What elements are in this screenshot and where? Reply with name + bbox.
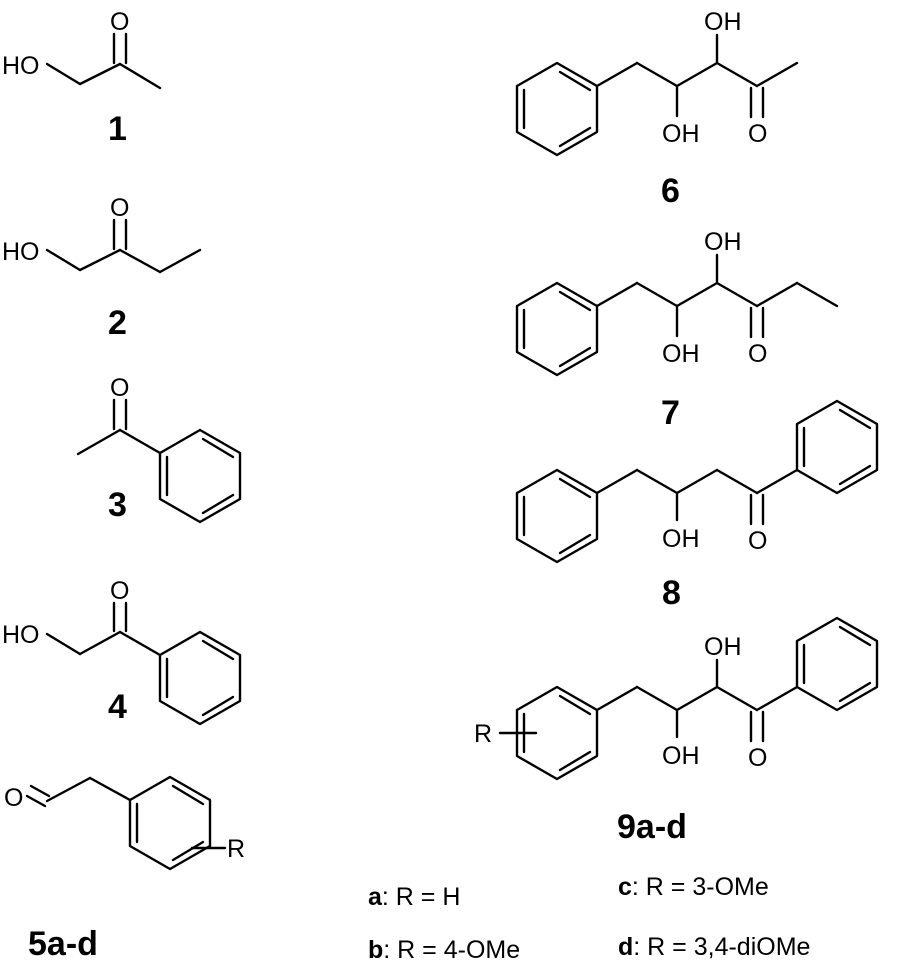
- legend-letter-d: d: [618, 933, 633, 961]
- oxygen-label: O: [110, 374, 129, 402]
- hydroxyl-label: OH: [662, 525, 700, 553]
- structure-4: O HO: [2, 577, 242, 726]
- compound-2-label: 2: [108, 304, 127, 342]
- structure-3: O: [76, 374, 242, 524]
- structure-7: OH OH O: [515, 228, 839, 377]
- oxygen-label: O: [748, 120, 767, 148]
- compound-5-label: 5a-d: [28, 925, 98, 963]
- hydroxyl-label: OH: [704, 633, 742, 661]
- oxygen-label: O: [4, 784, 23, 812]
- legend-letter-b: b: [368, 936, 383, 964]
- structure-5: O R: [4, 775, 245, 871]
- legend-entry-b: b: R = 4-OMe: [368, 936, 520, 964]
- compound-8-label: 8: [662, 574, 681, 612]
- oxygen-label: O: [110, 194, 129, 222]
- compound-4-label: 4: [108, 688, 127, 726]
- structure-1: O HO: [2, 8, 162, 90]
- legend-text-d: : R = 3,4-diOMe: [633, 933, 810, 961]
- oxygen-label: O: [748, 527, 767, 555]
- structure-9: R OH OH O: [474, 616, 879, 781]
- hydroxyl-label: OH: [704, 228, 742, 256]
- compound-7-label: 7: [661, 394, 680, 432]
- substituent-r-label: R: [474, 720, 492, 748]
- hydroxyl-label: OH: [662, 742, 700, 770]
- hydroxyl-label: OH: [662, 120, 700, 148]
- hydroxyl-label: HO: [2, 52, 40, 80]
- compound-6-label: 6: [661, 172, 680, 210]
- oxygen-label: O: [748, 744, 767, 772]
- legend-entry-a: a: R = H: [368, 883, 460, 911]
- substituent-r-label: R: [227, 835, 245, 863]
- structure-2: O HO: [2, 194, 202, 274]
- oxygen-label: O: [110, 577, 129, 605]
- oxygen-label: O: [748, 340, 767, 368]
- legend-letter-a: a: [368, 883, 383, 911]
- legend-text-a: : R = H: [382, 883, 461, 911]
- legend-entry-d: d: R = 3,4-diOMe: [618, 933, 810, 961]
- structure-8: OH O: [515, 399, 879, 564]
- hydroxyl-label: OH: [662, 340, 700, 368]
- legend-text-b: : R = 4-OMe: [383, 936, 520, 964]
- oxygen-label: O: [110, 8, 129, 36]
- compound-9-label: 9a-d: [617, 808, 687, 846]
- legend-text-c: : R = 3-OMe: [632, 873, 769, 901]
- hydroxyl-label: OH: [704, 8, 742, 36]
- compound-1-label: 1: [108, 110, 127, 148]
- legend-entry-c: c: R = 3-OMe: [618, 873, 769, 901]
- structure-6: OH OH O: [515, 8, 799, 157]
- legend-letter-c: c: [618, 873, 632, 901]
- hydroxyl-label: HO: [2, 621, 40, 649]
- hydroxyl-label: HO: [2, 238, 40, 266]
- compound-3-label: 3: [108, 486, 127, 524]
- substituent-legend: a: R = H b: R = 4-OMe c: R = 3-OMe d: R …: [368, 873, 810, 964]
